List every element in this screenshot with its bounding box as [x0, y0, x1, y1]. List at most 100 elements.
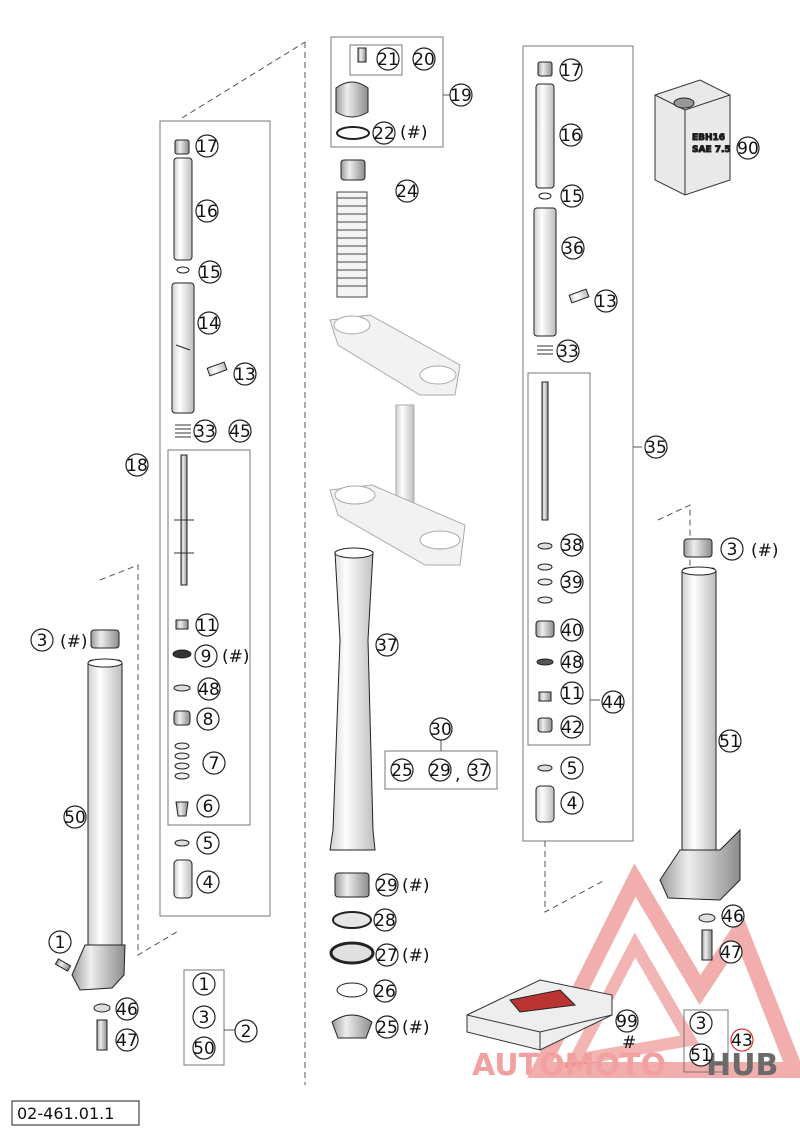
frame-20: [349, 44, 403, 76]
callout-9: 9: [194, 644, 218, 668]
callout-number: 48: [198, 680, 220, 700]
callout-90: 90: [736, 136, 760, 160]
callout-circle: [192, 972, 216, 996]
callout-circle: [115, 1028, 139, 1052]
callout-circle: [689, 1043, 713, 1067]
callout-circle: [197, 677, 221, 701]
callout-circle: [197, 311, 221, 335]
callout-42: 42: [560, 715, 584, 739]
callout-circle: [30, 628, 54, 652]
diagram-code: 02-461.01.1: [17, 1104, 114, 1123]
callout-16: 16: [195, 199, 219, 223]
part-46-washer-right: [698, 913, 716, 923]
callout-circle: [376, 47, 400, 71]
callout-number: 44: [602, 693, 624, 713]
callout-circle: [375, 1015, 399, 1039]
callout-51: 51: [689, 1043, 713, 1067]
part-33-spring-right: [537, 345, 553, 355]
callout-number: 26: [374, 982, 396, 1002]
cartridge-frame: [159, 120, 271, 917]
callout-26: 26: [373, 979, 397, 1003]
part-48-right: [536, 658, 554, 666]
callout-16: 16: [559, 123, 583, 147]
part-7-washers: [174, 742, 190, 780]
callout-number: 90: [737, 139, 759, 159]
callout-50: 50: [63, 805, 87, 829]
callout-17: 17: [559, 58, 583, 82]
callout-46: 46: [721, 904, 745, 928]
part-15-oring-right: [538, 192, 552, 200]
callout-circle: [125, 453, 149, 477]
callout-15: 15: [560, 184, 584, 208]
callout-number: 3: [727, 540, 738, 560]
callout-11: 11: [195, 613, 219, 637]
callout-circle: [196, 831, 220, 855]
callout-number: 3: [37, 631, 48, 651]
mark-hash-22: (#): [400, 123, 428, 143]
callout-48: 48: [197, 677, 221, 701]
callout-number: 14: [198, 314, 220, 334]
callout-46: 46: [115, 997, 139, 1021]
callout-number: 29: [429, 761, 451, 781]
part-16-tube-right: [535, 83, 555, 189]
callout-number: 18: [126, 456, 148, 476]
callout-circle: [449, 83, 473, 107]
callout-circle: [721, 904, 745, 928]
callout-number: 46: [722, 907, 744, 927]
part-17-cap-right: [537, 61, 553, 77]
callout-circle: [195, 613, 219, 637]
part-13-pin: [206, 361, 228, 377]
part-26-clip: [336, 982, 368, 998]
callout-circle: [560, 533, 584, 557]
callout-number: 4: [567, 794, 578, 814]
callout-number: 45: [229, 422, 251, 442]
callout-circle: [560, 791, 584, 815]
callout-circle: [195, 134, 219, 158]
callout-number: 4: [203, 873, 214, 893]
diagram-code-box: [11, 1100, 140, 1126]
callout-circle: [375, 873, 399, 897]
callout-number: 43: [731, 1031, 753, 1051]
part-5-right: [537, 764, 553, 772]
callout-number: 22: [373, 124, 395, 144]
callout-27: 27: [375, 943, 399, 967]
callout-circle: [560, 570, 584, 594]
callout-circle: [198, 260, 222, 284]
callout-circle: [202, 751, 226, 775]
damper-frame-45: [167, 449, 251, 826]
callout-number: 16: [196, 202, 218, 222]
mark-hash-3-left: (#): [60, 632, 88, 652]
callout-33: 33: [556, 339, 580, 363]
part-3-nut-right: [683, 538, 713, 558]
part-9: [172, 649, 192, 659]
callout-43: 43: [730, 1028, 754, 1052]
callout-circle: [560, 715, 584, 739]
callout-number: 17: [560, 61, 582, 81]
part-17-cap: [174, 139, 190, 155]
callout-19: 19: [449, 83, 473, 107]
part-3-nut-left: [90, 629, 120, 649]
callout-circle: [234, 1019, 258, 1043]
callout-number: 8: [203, 710, 214, 730]
part-24-spring: [336, 191, 368, 298]
callout-number: 7: [209, 754, 220, 774]
callout-circle: [48, 930, 72, 954]
callout-number: 5: [203, 834, 214, 854]
callout-circle: [560, 756, 584, 780]
callout-number: 33: [557, 342, 579, 362]
part-29-bushing: [334, 872, 370, 898]
callout-number: 39: [561, 573, 583, 593]
callout-25: 25: [375, 1015, 399, 1039]
callout-circle: [560, 184, 584, 208]
callout-3: 3: [720, 537, 744, 561]
callout-circle: [194, 644, 218, 668]
callout-25: 25: [390, 758, 414, 782]
mark-hash-27: (#): [402, 946, 430, 966]
frame-19: [330, 36, 444, 148]
callout-circle: [233, 362, 257, 386]
callout-number: 1: [55, 933, 66, 953]
callout-circle: [63, 805, 87, 829]
callout-circle: [390, 758, 414, 782]
callout-99: 99: [615, 1009, 639, 1033]
